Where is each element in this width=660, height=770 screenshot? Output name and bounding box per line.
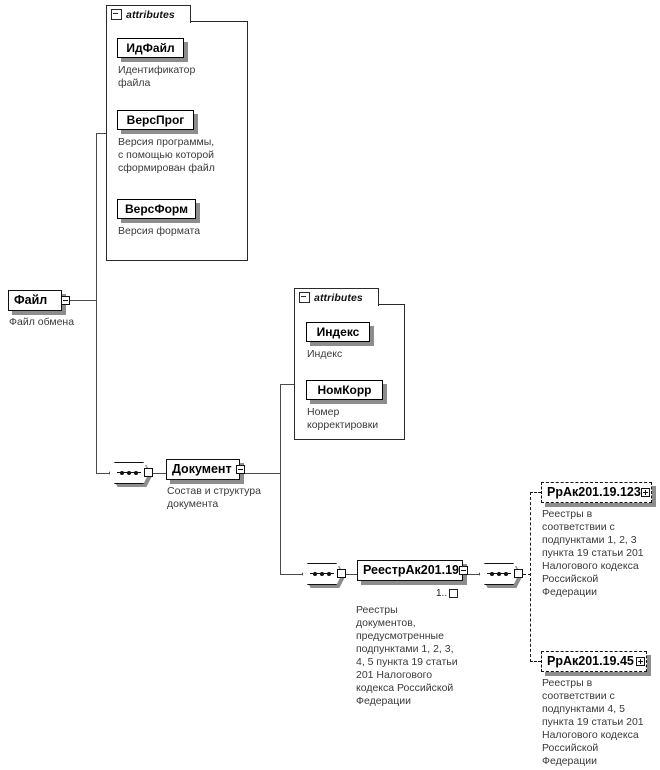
node-dokument[interactable]: Документ <box>166 459 240 480</box>
attributes-tab[interactable]: attributes <box>106 5 191 23</box>
connector-reestr-to-seq-rrak <box>467 574 479 575</box>
node-reestrak201-19[interactable]: РеестрАк201.19 <box>357 560 463 581</box>
attribute-versprog-description: Версия программы, с помощью которой сфор… <box>118 136 215 174</box>
sequence-reestr-stub[interactable] <box>337 569 346 578</box>
attributes-tab-fill <box>107 20 177 22</box>
sequence-dots-icon <box>120 470 138 476</box>
sequence-compositor-reestr[interactable] <box>302 563 346 588</box>
node-label: РрАк201.19.123 <box>547 485 641 500</box>
attribute-versprog[interactable]: ВерсПрог <box>117 110 194 130</box>
connector-file-to-trunk <box>70 300 97 301</box>
node-reestrak-multiplicity: 1.. <box>436 588 459 599</box>
unbounded-box-icon <box>449 589 459 598</box>
attributes-tab-label: attributes <box>314 291 363 304</box>
connector-trunk-to-attributes-1 <box>96 133 106 134</box>
attribute-label: НомКорр <box>317 383 372 397</box>
attribute-label: ИдФайл <box>126 41 175 55</box>
sequence-dots-icon <box>490 571 508 577</box>
node-fail-expander-minus-icon[interactable] <box>61 296 70 305</box>
node-fail[interactable]: Файл <box>8 290 62 311</box>
connector-trunk2 <box>280 384 281 574</box>
attribute-versform-description: Версия формата <box>118 225 201 237</box>
connector-dashed-trunk <box>530 492 531 662</box>
connector-trunk2-to-attributes-2 <box>280 384 294 385</box>
attribute-label: ВерсФорм <box>125 202 188 216</box>
node-label: РрАк201.19.45 <box>547 654 634 669</box>
connector-dashed-to-rrak-123 <box>530 492 541 493</box>
attributes-tab-fill <box>295 303 365 305</box>
attribute-indeks[interactable]: Индекс <box>306 322 370 342</box>
connector-main-trunk <box>96 133 97 474</box>
connector-seq-rrak-to-dashed-trunk <box>523 574 531 575</box>
node-rrak201-19-45[interactable]: РрАк201.19.45 <box>541 651 647 672</box>
attributes-tab[interactable]: attributes <box>294 288 379 306</box>
sequence-compositor-document[interactable] <box>109 462 153 487</box>
attributes-tab-label: attributes <box>126 8 175 21</box>
node-rrak45-description: Реестры в соответствии с подпунктами 4, … <box>542 677 644 767</box>
sequence-rrak-stub[interactable] <box>514 569 523 578</box>
attribute-indeks-description: Индекс <box>307 348 343 360</box>
minus-icon[interactable] <box>299 292 310 303</box>
attribute-nomkorr-description: Номер корректировки <box>307 406 379 431</box>
connector-document-to-trunk2 <box>244 473 280 474</box>
attribute-label: Индекс <box>316 325 360 339</box>
node-rrak45-expander-plus-icon[interactable] <box>636 657 645 666</box>
connector-dashed-to-rrak-45 <box>530 661 541 662</box>
node-label: РеестрАк201.19 <box>363 563 459 578</box>
minus-icon[interactable] <box>111 9 122 20</box>
node-label: Файл <box>14 293 48 308</box>
connector-seq-to-reestr <box>346 574 357 575</box>
node-fail-description: Файл обмена <box>9 316 75 328</box>
sequence-document-stub[interactable] <box>144 468 153 477</box>
node-dokument-expander-minus-icon[interactable] <box>236 465 245 474</box>
connector-trunk-to-seq-document <box>96 473 109 474</box>
connector-trunk2-to-seq-reestr <box>280 574 302 575</box>
connector-seq-to-document <box>153 473 166 474</box>
multiplicity-label: 1.. <box>436 588 448 599</box>
node-reestrak-description: Реестры документов, предусмотренные подп… <box>356 604 458 707</box>
node-label: Документ <box>172 462 232 477</box>
attribute-idfail-description: Идентификатор файла <box>118 64 196 89</box>
sequence-compositor-rrak[interactable] <box>479 563 523 588</box>
node-rrak123-expander-plus-icon[interactable] <box>641 488 650 497</box>
sequence-dots-icon <box>313 571 331 577</box>
node-rrak123-description: Реестры в соответствии с подпунктами 1, … <box>542 508 644 598</box>
attribute-label: ВерсПрог <box>126 113 185 127</box>
node-dokument-description: Состав и структура документа <box>167 485 261 510</box>
attribute-idfail[interactable]: ИдФайл <box>117 38 184 58</box>
attribute-nomkorr[interactable]: НомКорр <box>306 380 383 400</box>
node-rrak201-19-123[interactable]: РрАк201.19.123 <box>541 482 652 503</box>
node-reestrak-expander-minus-icon[interactable] <box>459 566 468 575</box>
attribute-versform[interactable]: ВерсФорм <box>117 199 196 219</box>
